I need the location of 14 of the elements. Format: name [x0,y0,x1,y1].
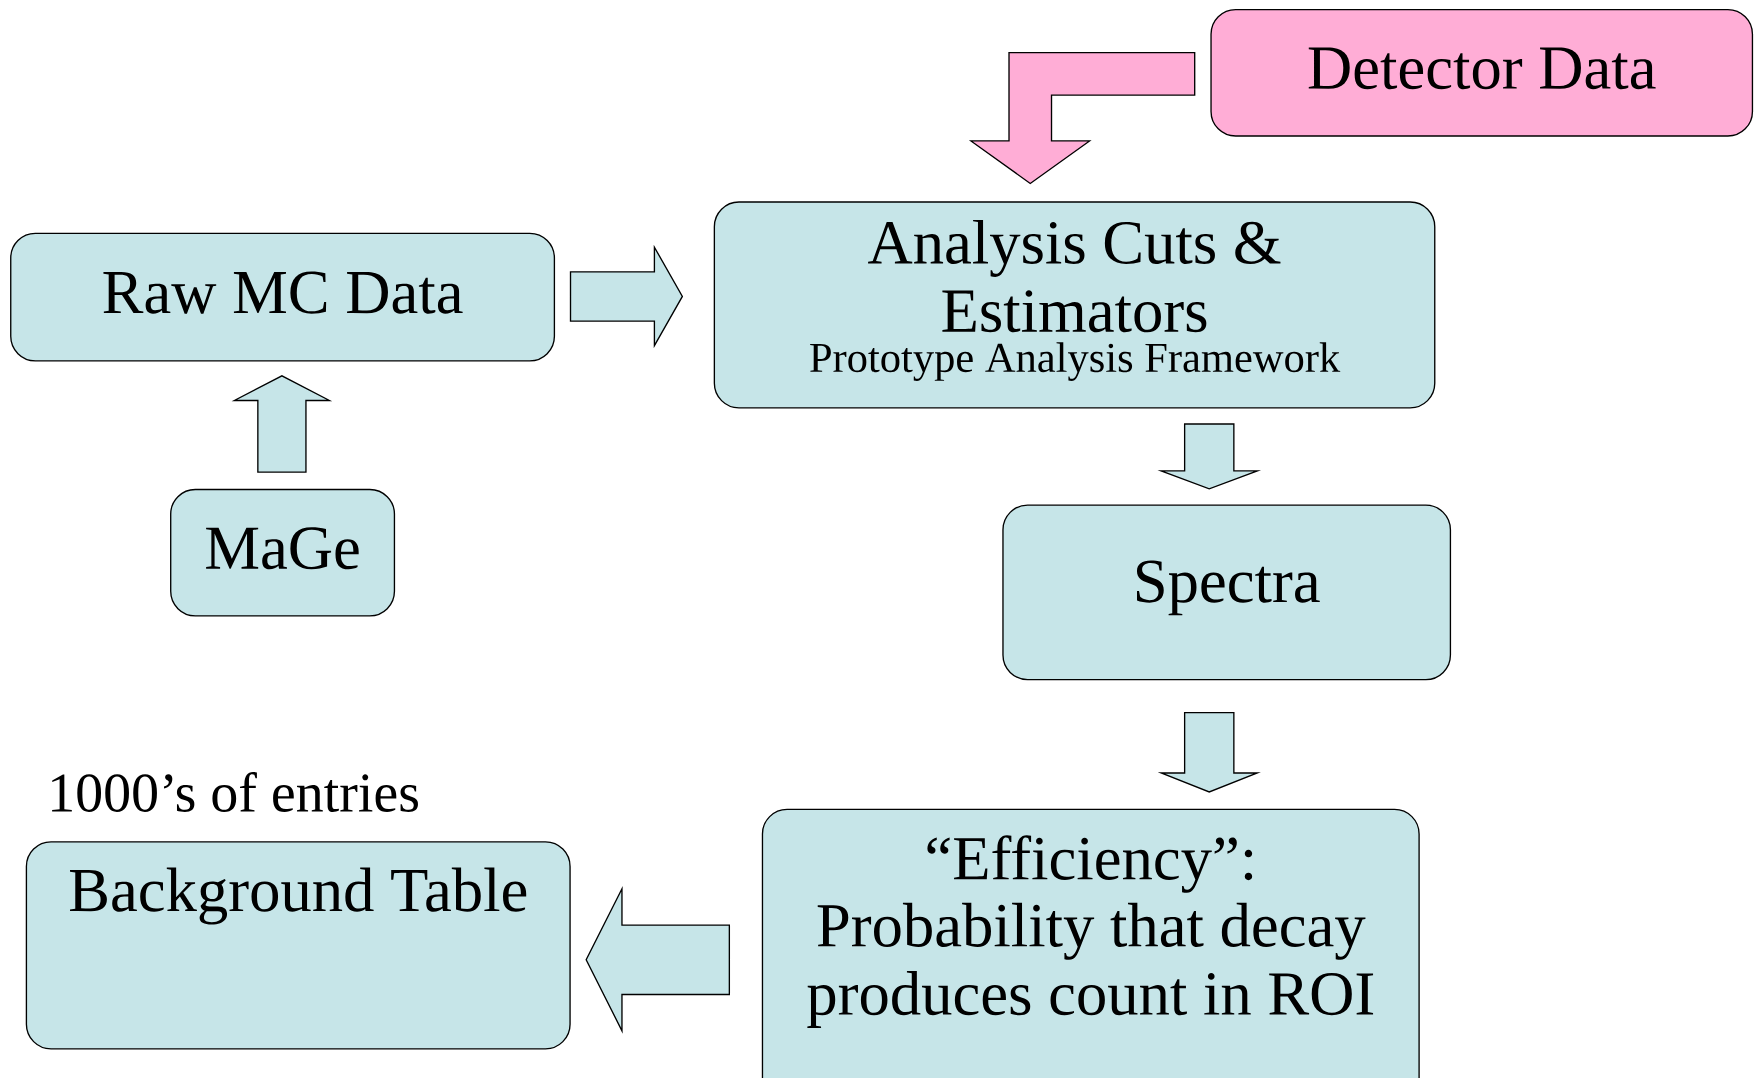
process-box: Analysis Cuts & Estimators Prototype Analysis Framework [713,201,1436,409]
block-arrow [1157,423,1262,490]
source-box: Detector Data [1210,8,1754,137]
block-arrow [569,244,684,349]
data-box: Raw MC Data [10,232,556,362]
result-box: “Efficiency”: Probability that decay produces count in ROI [761,808,1420,1078]
block-arrow [585,885,731,1034]
block-arrow [968,51,1196,185]
block-arrow [231,374,333,473]
process-box: MaGe [170,488,396,617]
result-box: Spectra [1002,504,1452,681]
table-box: Background Table [25,841,571,1050]
note-text: 1000’s of entries [52,771,418,812]
block-arrow [1157,711,1261,793]
